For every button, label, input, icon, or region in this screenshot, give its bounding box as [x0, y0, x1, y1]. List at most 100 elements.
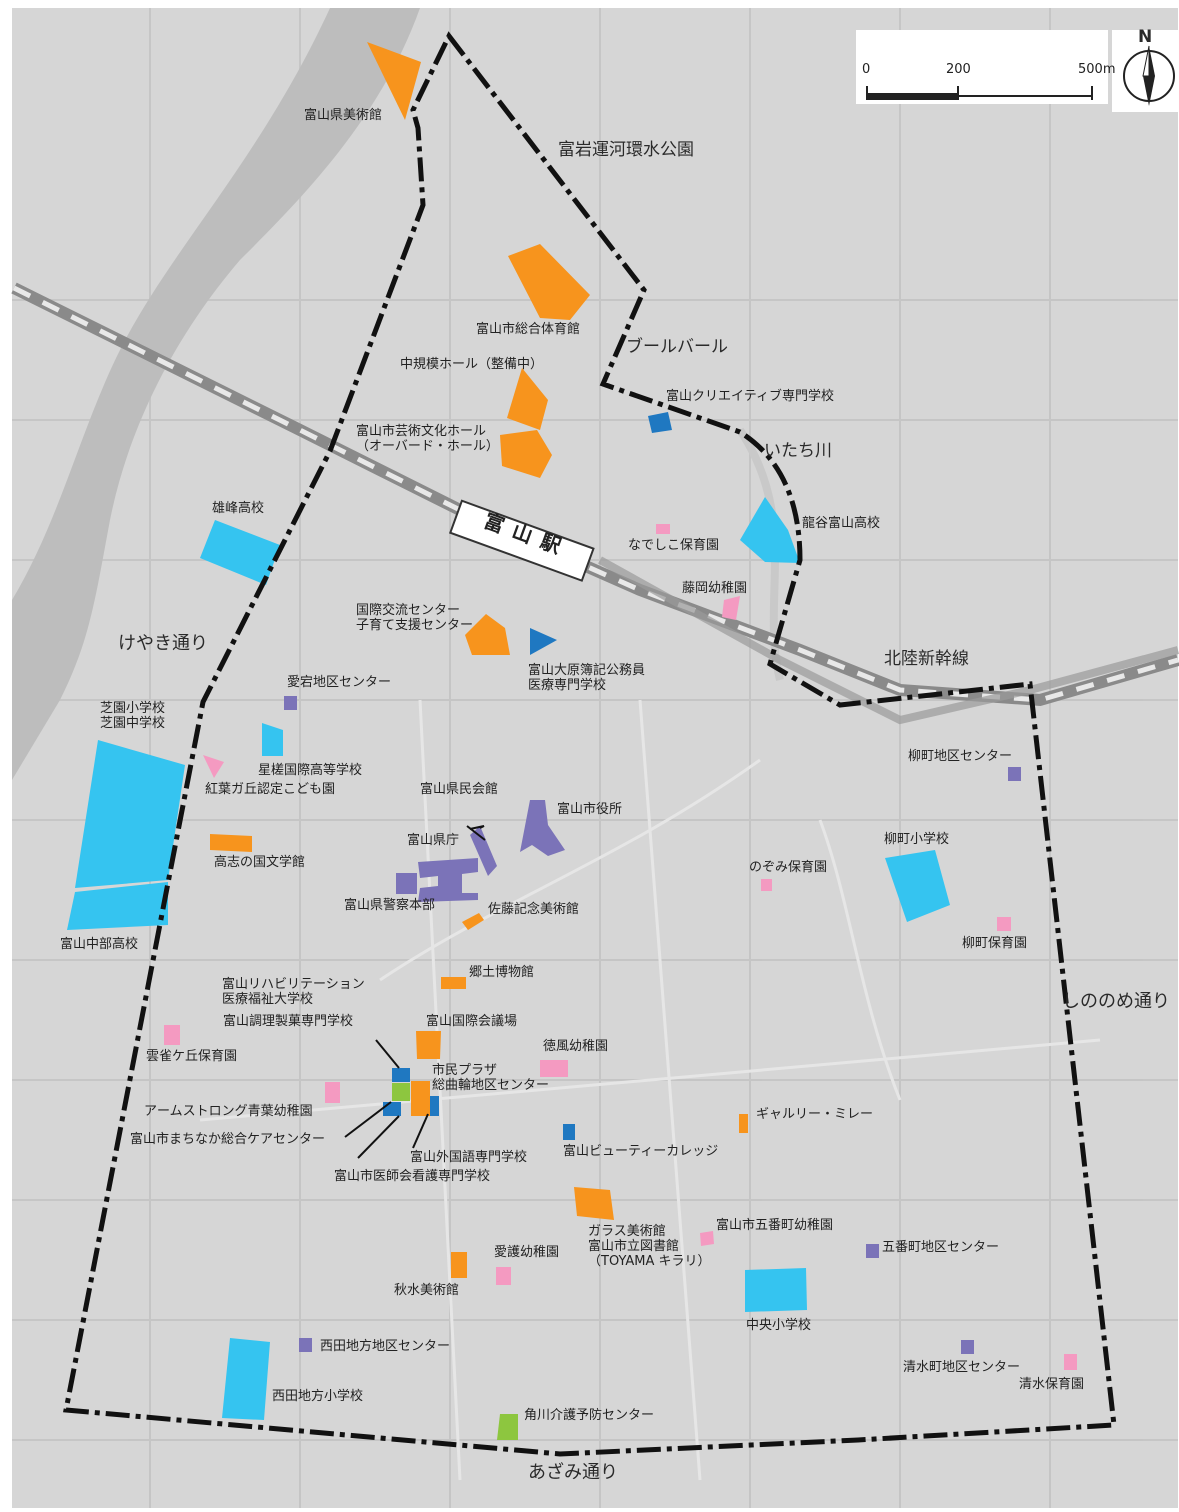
label-shimizu-c: 清水町地区センター — [903, 1360, 1021, 1375]
aigo-kindergarten[interactable] — [496, 1267, 511, 1285]
label-nurse: 富山市医師会看護専門学校 — [334, 1169, 491, 1184]
shimizu-center[interactable] — [961, 1340, 974, 1354]
label-museum: 富山県美術館 — [304, 108, 383, 123]
care-center[interactable] — [392, 1083, 410, 1101]
koyogaoka-kodomoen[interactable] — [203, 755, 224, 778]
scale-tick-0: 0 — [862, 62, 871, 77]
toyama-kirari[interactable] — [574, 1187, 614, 1220]
label-shinonome-street: しののめ通り — [1062, 991, 1170, 1012]
gobancho-center[interactable] — [866, 1244, 879, 1258]
north-label: N — [1138, 27, 1153, 47]
label-rehab: 富山リハビリテーション 医療福祉大学校 — [222, 977, 365, 1007]
chuo-elementary[interactable] — [745, 1268, 807, 1312]
beauty-college[interactable] — [563, 1124, 575, 1140]
ohara-school[interactable] — [530, 628, 557, 655]
koshi-museum[interactable] — [210, 834, 252, 852]
label-kadokawa: 角川介護予防センター — [524, 1408, 655, 1423]
label-hibarigaoka: 雲雀ケ丘保育園 — [146, 1049, 238, 1064]
creative-school[interactable] — [648, 412, 672, 433]
label-keyaki-street: けやき通り — [118, 633, 208, 654]
fujioka-kindergarten[interactable] — [722, 596, 740, 620]
label-shusui: 秋水美術館 — [394, 1283, 460, 1298]
yanagimachi-center[interactable] — [1008, 767, 1021, 781]
toyama-city-gym[interactable] — [508, 244, 590, 320]
atago-center[interactable] — [284, 696, 297, 710]
label-yuho: 雄峰高校 — [212, 501, 265, 516]
label-city-hall: 富山市役所 — [557, 802, 623, 817]
study-area-boundary[interactable] — [63, 31, 1117, 1457]
label-chori: 富山調理製菓専門学校 — [223, 1014, 354, 1029]
label-foreign: 富山外国語専門学校 — [410, 1150, 528, 1165]
yuho-high[interactable] — [200, 520, 280, 585]
foreign-language-school[interactable] — [430, 1096, 439, 1116]
chubu-high[interactable] — [67, 882, 168, 930]
shimin-plaza[interactable] — [411, 1081, 430, 1116]
shimizu-nursery[interactable] — [1064, 1354, 1077, 1370]
toyama-station-box[interactable] — [449, 499, 595, 582]
nishida-elementary[interactable] — [222, 1338, 270, 1420]
label-police: 富山県警察本部 — [344, 898, 436, 913]
kenminkaikan[interactable] — [470, 826, 497, 876]
label-koyogaoka: 紅葉ガ丘認定こども園 — [205, 782, 336, 797]
seiso-high[interactable] — [262, 723, 283, 756]
label-shimin: 市民プラザ 総曲輪地区センター — [432, 1063, 550, 1093]
label-gym: 富山市総合体育館 — [476, 322, 581, 337]
scale-tick-200: 200 — [946, 62, 971, 77]
label-nadeshiko: なでしこ保育園 — [628, 538, 720, 553]
shibazono-school[interactable] — [75, 740, 185, 888]
label-shinkansen: 北陸新幹線 — [884, 649, 969, 669]
label-yanagimachi-ns: 柳町保育園 — [962, 936, 1028, 951]
intl-conference-hall[interactable] — [416, 1031, 441, 1059]
minor-streets — [199, 699, 1101, 1481]
label-nozomi: のぞみ保育園 — [749, 860, 828, 875]
city-hall[interactable] — [520, 800, 565, 856]
yanagimachi-elementary[interactable] — [885, 850, 950, 922]
mid-hall[interactable] — [507, 368, 548, 430]
scale-tick-500: 500m — [1078, 62, 1116, 77]
label-shimizu-ns: 清水保育園 — [1019, 1377, 1085, 1392]
orchard-hall[interactable] — [500, 430, 552, 478]
armstrong-kindergarten[interactable] — [325, 1082, 340, 1103]
chori-school[interactable] — [392, 1068, 410, 1082]
label-yanagimachi-center: 柳町地区センター — [908, 749, 1013, 764]
label-azami-street: あざみ通り — [528, 1462, 618, 1483]
galerie-millet[interactable] — [739, 1114, 748, 1133]
hibarigaoka-nursery[interactable] — [164, 1025, 180, 1045]
folk-museum[interactable] — [441, 977, 466, 989]
sato-museum[interactable] — [462, 913, 484, 930]
gobancho-kindergarten[interactable] — [700, 1231, 714, 1246]
label-beauty: 富山ビューティーカレッジ — [563, 1144, 719, 1159]
kadokawa-center[interactable] — [497, 1414, 518, 1440]
label-boulevard: ブールバール — [626, 337, 728, 357]
label-gobancho-c: 五番町地区センター — [882, 1240, 1000, 1255]
tokufu-kindergarten[interactable] — [540, 1060, 568, 1077]
yanagimachi-nursery[interactable] — [997, 917, 1011, 931]
label-chuo: 中央小学校 — [746, 1318, 812, 1333]
label-yanagimachi-es: 柳町小学校 — [884, 832, 950, 847]
label-shibazono: 芝園小学校 芝園中学校 — [100, 701, 166, 731]
label-atago: 愛宕地区センター — [287, 675, 392, 690]
label-kencho: 富山県庁 — [407, 833, 460, 848]
jinzu-river — [12, 8, 420, 780]
label-aigo: 愛護幼稚園 — [494, 1245, 560, 1260]
label-itachi-river: いたち川 — [764, 441, 832, 461]
nurse-school[interactable] — [383, 1102, 401, 1116]
shusui-museum[interactable] — [451, 1252, 467, 1278]
ryukoku-high[interactable] — [740, 497, 800, 563]
nishida-center[interactable] — [299, 1338, 312, 1352]
intl-exchange-center[interactable] — [465, 614, 510, 655]
label-care-center: 富山市まちなか総合ケアセンター — [130, 1132, 326, 1147]
label-armstrong: アームストロング青葉幼稚園 — [144, 1104, 313, 1119]
prefecture-office[interactable] — [418, 858, 478, 902]
label-intl-center: 国際交流センター 子育て支援センター — [356, 603, 474, 633]
scale-bar-panel — [856, 30, 1108, 104]
nadeshiko-nursery[interactable] — [656, 524, 670, 534]
toyama-prefectural-museum[interactable] — [367, 42, 421, 120]
police-hq[interactable] — [396, 873, 417, 894]
leader-lines — [344, 825, 486, 1159]
nozomi-nursery[interactable] — [761, 879, 772, 891]
label-art-hall: 富山市芸術文化ホール （オーバード・ホール） — [356, 424, 499, 454]
label-chubu: 富山中部高校 — [60, 937, 139, 952]
label-fujioka: 藤岡幼稚園 — [682, 581, 748, 596]
